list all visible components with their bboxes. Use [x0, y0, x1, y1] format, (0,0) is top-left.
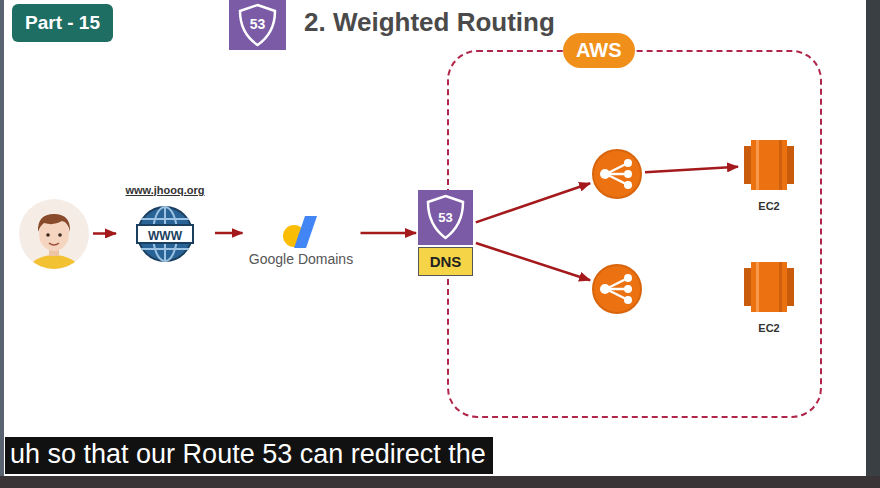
icon-wrap — [592, 149, 642, 199]
arrow-connector — [361, 232, 417, 235]
icon-number: 53 — [250, 16, 266, 32]
dns-text: DNS — [430, 253, 462, 270]
load-balancer-icon — [592, 264, 642, 314]
title-block: 2. Weighted Routing — [304, 7, 555, 38]
icon-wrap — [245, 214, 358, 250]
node-r53: 53DNS — [418, 190, 473, 276]
text-row: Google Domains — [245, 250, 358, 268]
text-row: EC2 — [740, 196, 798, 214]
video-edge-strip — [0, 476, 880, 488]
text-row: 53 — [418, 208, 473, 226]
icon-ground — [229, 0, 286, 50]
icon-wrap — [740, 138, 798, 192]
ec2-label: EC2 — [758, 322, 779, 334]
aws-pill: AWS — [563, 33, 635, 68]
node-www: www.jhooq.orgWWW — [118, 180, 212, 264]
load-balancer-icon — [592, 149, 642, 199]
text-row: EC2 — [740, 318, 798, 336]
badge-text: Part - 15 — [25, 12, 100, 33]
aws-label: AWS — [563, 33, 635, 68]
user-avatar — [18, 198, 90, 270]
node-region: AWSEC2EC2 — [447, 50, 822, 418]
arrow-connector — [93, 232, 116, 235]
ec2-icon — [742, 260, 796, 314]
icon-wrap — [18, 198, 90, 270]
text-row: WWW — [118, 226, 212, 245]
arrow-connector — [215, 232, 243, 235]
icon-wrap — [740, 260, 798, 314]
subtitle-box: uh so that our Route 53 can redirect the — [5, 437, 493, 474]
diagram-title: 2. Weighted Routing — [304, 7, 555, 37]
part-badge: Part - 15 — [12, 4, 113, 42]
globe-text: WWW — [148, 229, 182, 243]
node-lb — [592, 264, 642, 314]
icon-wrap — [592, 264, 642, 314]
logo-text: Google Domains — [249, 251, 353, 267]
subtitle-text: uh so that our Route 53 can redirect the — [10, 439, 486, 469]
arrow-connector — [476, 243, 590, 280]
video-edge-strip — [866, 0, 880, 488]
title-icon-text: 53 — [229, 15, 286, 33]
ec2-icon — [742, 138, 796, 192]
node-google: Google Domains — [245, 212, 358, 268]
shield-outline — [240, 5, 275, 45]
dns-tag: DNS — [418, 247, 473, 276]
icon-number: 53 — [438, 210, 452, 225]
url-label: www.jhooq.org — [125, 184, 204, 196]
google-domains-logo — [281, 214, 321, 250]
text-row: www.jhooq.org — [118, 180, 212, 198]
node-lb — [592, 149, 642, 199]
arrow-connector — [476, 183, 590, 222]
arrow-connector — [645, 167, 738, 173]
node-ec2: EC2 — [740, 138, 798, 212]
video-edge-strip — [0, 0, 4, 488]
node-ec2: EC2 — [740, 260, 798, 334]
ec2-label: EC2 — [758, 200, 779, 212]
node-user — [18, 198, 90, 270]
